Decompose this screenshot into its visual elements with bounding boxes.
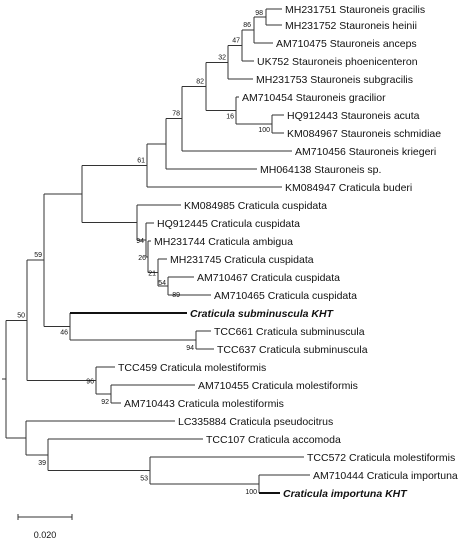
bootstrap-n-tcc637: 94 (186, 345, 194, 352)
leaf-label-l4: UK752 Stauroneis phoenicenteron (257, 56, 418, 68)
leaf-label-l13: HQ912445 Craticula cuspidata (157, 218, 300, 230)
bootstrap-n-stauroneis-core: 82 (196, 78, 204, 85)
leaf-label-l26: TCC572 Craticula molestiformis (307, 452, 455, 464)
bootstrap-n-upper: 59 (34, 252, 42, 259)
leaf-label-l14: MH231744 Craticula ambigua (154, 236, 293, 248)
leaf-label-l15: MH231745 Craticula cuspidata (170, 254, 314, 266)
bootstrap-n-am710465: 89 (172, 292, 180, 299)
bootstrap-n-cuspidata: 94 (136, 238, 144, 245)
leaf-label-l21: TCC459 Craticula molestiformis (118, 362, 266, 374)
bootstrap-n-molest: 96 (86, 379, 94, 386)
bootstrap-n-subgracilis: 32 (218, 54, 226, 61)
bootstrap-n-buderi: 61 (137, 157, 145, 164)
leaf-label-l22: AM710455 Craticula molestiformis (198, 380, 358, 392)
leaf-label-l27: AM710444 Craticula importuna (313, 470, 458, 482)
bootstrap-n-ingroup: 50 (17, 312, 25, 319)
leaf-label-l6: AM710454 Stauroneis gracilior (242, 92, 386, 104)
leaf-label-l19: TCC661 Craticula subminuscula (214, 326, 365, 338)
bootstrap-n-subminuscula: 46 (60, 330, 68, 337)
bootstrap-n-gracilior: 16 (226, 114, 234, 121)
leaf-label-l23: AM710443 Craticula molestiformis (124, 398, 284, 410)
bootstrap-n-molest-inner: 92 (101, 399, 109, 406)
bootstrap-n-am710467: 54 (158, 280, 166, 287)
leaf-label-l3: AM710475 Stauroneis anceps (276, 38, 417, 50)
bootstrap-n-phoenicenteron: 47 (232, 38, 240, 45)
leaf-label-l20: TCC637 Craticula subminuscula (217, 344, 368, 356)
bootstrap-n-accomoda: 39 (38, 460, 46, 467)
leaf-label-l16: AM710467 Craticula cuspidata (197, 272, 340, 284)
leaf-label-l17: AM710465 Craticula cuspidata (214, 290, 357, 302)
leaf-label-l25: TCC107 Craticula accomoda (206, 434, 341, 446)
bootstrap-n-stauroneis: 78 (172, 111, 180, 118)
leaf-label-l10: MH064138 Stauroneis sp. (260, 164, 381, 176)
leaf-label-l5: MH231753 Stauroneis subgracilis (256, 74, 413, 86)
bootstrap-n-acuta-schmidiae: 100 (258, 127, 270, 134)
leaf-label-l2: MH231752 Stauroneis heinii (285, 20, 417, 32)
bootstrap-n-importuna-kht: 100 (245, 489, 257, 496)
leaf-label-l28: Craticula importuna KHT (283, 488, 408, 500)
leaf-label-l18: Craticula subminuscula KHT (190, 308, 335, 320)
tree-branches (2, 8, 310, 494)
leaf-label-l12: KM084985 Craticula cuspidata (184, 200, 327, 212)
leaf-label-l7: HQ912443 Stauroneis acuta (287, 110, 420, 122)
leaf-label-l9: AM710456 Stauroneis kriegeri (295, 146, 436, 158)
bootstrap-n-ambigua: 26 (138, 255, 146, 262)
leaf-label-l1: MH231751 Stauroneis gracilis (285, 4, 425, 16)
leaf-label-l8: KM084967 Stauroneis schmidiae (287, 128, 441, 140)
bootstrap-n-gracilis-heinii: 98 (255, 10, 263, 17)
bootstrap-n-mh231745: 21 (148, 271, 156, 278)
scale-bar-label: 0.020 (34, 530, 57, 540)
leaf-label-l11: KM084947 Craticula buderi (285, 182, 412, 194)
leaf-label-l24: LC335884 Craticula pseudocitrus (178, 416, 333, 428)
bootstrap-n-tcc572: 53 (140, 476, 148, 483)
bootstrap-n-anceps: 86 (243, 22, 251, 29)
scale-bar: 0.020 (17, 514, 73, 540)
